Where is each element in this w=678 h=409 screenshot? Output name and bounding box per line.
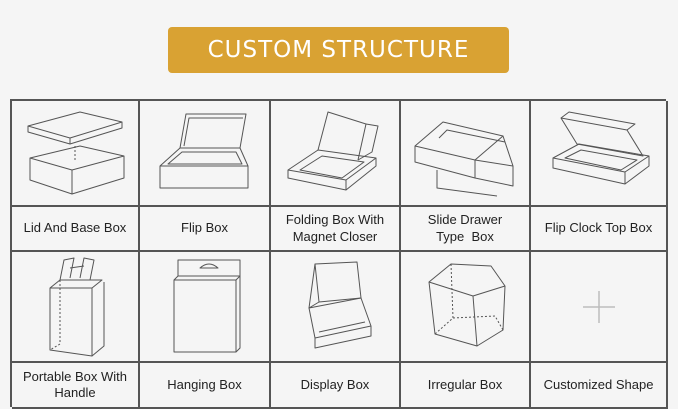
folding-box-icon: [287, 111, 379, 191]
box-label: Irregular Box: [427, 376, 503, 392]
box-image-cell: [140, 101, 271, 207]
box-image-cell: [531, 252, 668, 363]
box-label: Display Box: [300, 376, 370, 392]
box-label-cell: Slide Drawer Type Box: [401, 207, 531, 252]
box-label-cell: Folding Box With Magnet Closer: [271, 207, 401, 252]
flip-box-icon: [159, 113, 248, 189]
box-image-cell: [271, 252, 401, 363]
box-label-cell: Lid And Base Box: [12, 207, 140, 252]
box-image-cell: [531, 101, 668, 207]
slide-drawer-box-icon: [414, 121, 514, 197]
section-title: CUSTOM STRUCTURE: [207, 37, 470, 63]
irregular-box-icon: [428, 263, 506, 346]
portable-box-icon: [49, 257, 105, 356]
plus-icon: [582, 290, 615, 323]
hanging-box-icon: [173, 259, 240, 352]
display-box-icon: [308, 261, 372, 348]
box-label: Portable Box With Handle: [22, 368, 128, 400]
box-image-cell: [12, 101, 140, 207]
box-label-cell: Irregular Box: [401, 363, 531, 409]
box-image-cell: [401, 252, 531, 363]
box-label: Customized Shape: [543, 376, 654, 392]
box-label-cell: Flip Box: [140, 207, 271, 252]
box-label: Lid And Base Box: [23, 220, 127, 236]
box-image-cell: [401, 101, 531, 207]
box-label: Hanging Box: [167, 376, 242, 392]
box-label-cell: Portable Box With Handle: [12, 363, 140, 409]
box-label-cell: Hanging Box: [140, 363, 271, 409]
box-label-cell: Display Box: [271, 363, 401, 409]
box-label-cell: Customized Shape: [531, 363, 668, 409]
box-image-cell: [140, 252, 271, 363]
box-label-cell: Flip Clock Top Box: [531, 207, 668, 252]
box-image-cell: [12, 252, 140, 363]
structure-grid: Lid And Base Box Flip Box Folding Box Wi…: [10, 99, 668, 409]
box-label: Flip Clock Top Box: [544, 220, 653, 236]
box-image-cell: [271, 101, 401, 207]
lid-and-base-box-icon: [27, 111, 125, 195]
box-label: Slide Drawer Type Box: [427, 212, 503, 244]
flip-clock-top-box-icon: [552, 111, 649, 185]
section-title-banner: CUSTOM STRUCTURE: [168, 27, 509, 73]
box-label: Flip Box: [181, 220, 228, 236]
box-label: Folding Box With Magnet Closer: [285, 212, 385, 244]
